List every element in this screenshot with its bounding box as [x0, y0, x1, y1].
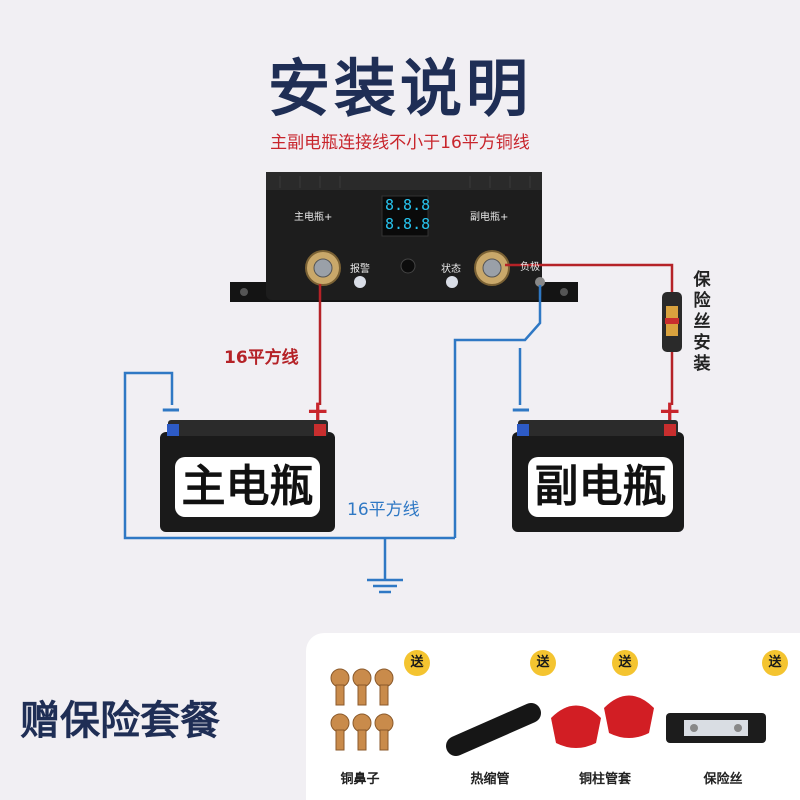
status-led — [446, 276, 458, 288]
gift-item-label: 热缩管 — [470, 772, 510, 787]
gift-item-label: 保险丝 — [703, 772, 743, 787]
gift-item-label: 铜鼻子 — [340, 772, 380, 787]
ground-wire-label: 16平方线 — [347, 500, 420, 520]
fuse-label: 保险丝安装 — [693, 270, 711, 374]
aux-red-wire — [505, 263, 674, 405]
alarm-led — [354, 276, 366, 288]
page-title: 安装说明 — [267, 52, 532, 125]
main-plus-symbol: + — [306, 394, 330, 427]
bracket-hole-left — [240, 288, 248, 296]
negative-label: 负极 — [520, 262, 540, 273]
gift-badge: 送 — [404, 650, 430, 676]
voltage-readout-bottom: 8.8.8 — [385, 215, 431, 233]
heat-shrink-tube-icon — [446, 703, 541, 756]
main-terminal-label: 主电瓶+ — [294, 212, 333, 223]
voltage-display — [381, 195, 429, 237]
negative-terminal — [535, 277, 545, 287]
aux-plus-symbol: + — [658, 394, 682, 427]
main-battery-label: 主电瓶 — [175, 457, 320, 517]
copper-lug-icon — [330, 668, 394, 751]
ground-symbol-icon — [367, 578, 403, 594]
terminal-cover-icon — [551, 695, 654, 748]
bracket-hole-right — [560, 288, 568, 296]
main-wire-label: 16平方线 — [224, 348, 299, 368]
page-subtitle: 主副电瓶连接线不小于16平方铜线 — [270, 133, 530, 153]
reset-button — [400, 258, 416, 274]
gift-item-label: 铜柱管套 — [578, 772, 631, 787]
main-blue-wire — [123, 371, 455, 540]
fuse-icon — [666, 713, 766, 743]
status-label: 状态 — [441, 264, 461, 275]
gift-badge: 送 — [612, 650, 638, 676]
gift-items-graphic — [330, 668, 766, 756]
device-top-fins — [266, 172, 542, 190]
voltage-readout-top: 8.8.8 — [385, 196, 431, 214]
gift-title: 赠保险套餐 — [20, 698, 220, 744]
aux-terminal-label: 副电瓶+ — [470, 212, 509, 223]
gift-badge: 送 — [762, 650, 788, 676]
aux-minus-symbol: − — [510, 395, 532, 425]
ground-blue-wire — [453, 285, 542, 538]
alarm-label: 报警 — [350, 264, 370, 275]
main-minus-symbol: − — [160, 395, 182, 425]
gift-badge: 送 — [530, 650, 556, 676]
aux-battery-label: 副电瓶 — [528, 457, 673, 517]
